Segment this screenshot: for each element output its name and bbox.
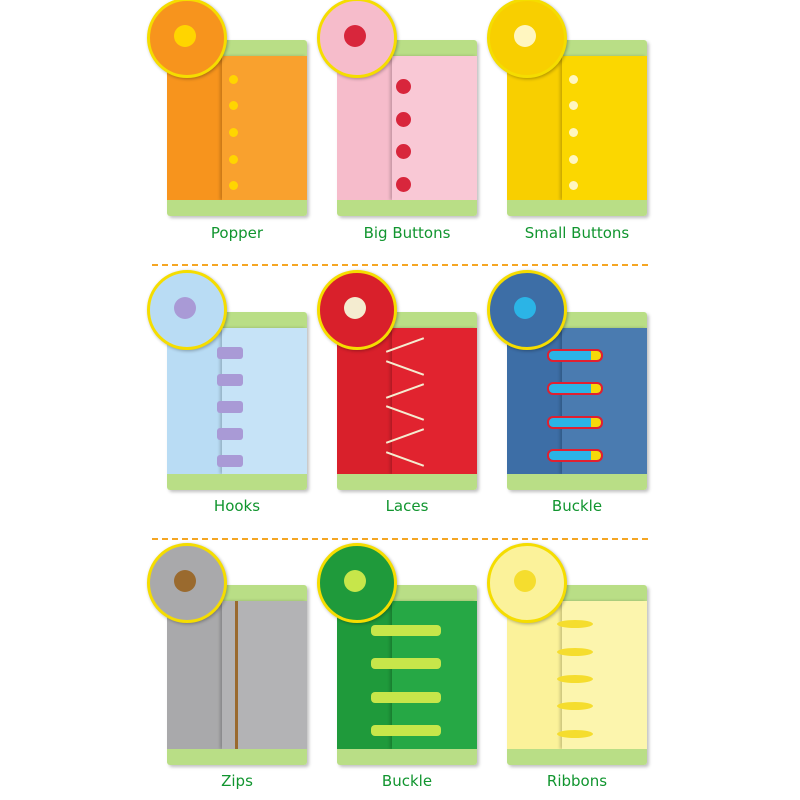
fastener-closeup: [344, 570, 366, 592]
fastener-buckle: [547, 382, 603, 396]
fastener-bow: [557, 702, 593, 711]
fastener-tab: [217, 455, 243, 468]
fastener-bigdot: [396, 177, 411, 193]
fastener-buckle: [547, 349, 603, 363]
green-band-bottom: [167, 749, 307, 765]
detail-inset: [487, 543, 567, 623]
fastener-dot: [229, 128, 238, 137]
fastener-zip: [235, 601, 238, 749]
fastener-closeup: [174, 570, 196, 592]
fastener-dot: [229, 101, 238, 111]
green-band-bottom: [337, 200, 477, 216]
fastener-strap: [371, 624, 441, 636]
detail-inset: [487, 270, 567, 350]
fastener-tab: [217, 428, 243, 441]
fastener-bigdot: [396, 144, 411, 160]
board-panel: [167, 40, 307, 216]
green-band-bottom: [507, 200, 647, 216]
detail-inset: [147, 270, 227, 350]
board-panel: [507, 585, 647, 765]
fastener-tab: [217, 401, 243, 413]
fastener-closeup: [514, 25, 536, 47]
board-label: Small Buttons: [524, 224, 630, 242]
board-label: Hooks: [213, 497, 261, 515]
green-band-bottom: [337, 474, 477, 490]
fastener-buckle: [547, 415, 603, 429]
fastener-dot: [569, 181, 578, 191]
fastener-dot: [229, 74, 238, 84]
fabric-flap: [392, 328, 477, 474]
detail-inset: [317, 0, 397, 78]
fastener-bow: [557, 675, 593, 683]
board-panel: [167, 312, 307, 490]
board-label: Big Buttons: [363, 224, 451, 242]
fastener-bigdot: [396, 111, 411, 127]
board-label: Zips: [221, 772, 253, 790]
green-band-bottom: [337, 749, 477, 765]
detail-inset: [147, 543, 227, 623]
fastener-buckle: [547, 448, 603, 462]
green-band-bottom: [507, 474, 647, 490]
fastener-closeup: [174, 297, 196, 319]
divider-1: [152, 264, 648, 266]
detail-inset: [147, 0, 227, 78]
green-band-bottom: [167, 474, 307, 490]
fastener-strap: [371, 658, 441, 670]
fastener-closeup: [514, 297, 536, 319]
fastener-tab: [217, 373, 243, 386]
board-panel: [337, 40, 477, 216]
board-label: Popper: [210, 224, 264, 242]
board-label: Buckle: [551, 497, 603, 515]
detail-inset: [487, 0, 567, 78]
board-panel: [507, 40, 647, 216]
fastener-bigdot: [396, 78, 411, 94]
fastener-closeup: [174, 25, 196, 47]
board-label: Buckle: [381, 772, 433, 790]
fastener-dot: [229, 181, 238, 191]
detail-inset: [317, 270, 397, 350]
board-label: Ribbons: [546, 772, 608, 790]
fastener-tab: [217, 346, 243, 359]
fastener-bow: [557, 647, 593, 656]
green-band-bottom: [167, 200, 307, 216]
fastener-dot: [569, 74, 578, 84]
green-band-bottom: [507, 749, 647, 765]
fastener-closeup: [344, 297, 366, 319]
detail-inset: [317, 543, 397, 623]
fastener-bow: [557, 620, 593, 629]
fastener-dot: [569, 128, 578, 137]
fastener-closeup: [344, 25, 366, 47]
fastener-strap: [371, 725, 441, 737]
divider-2: [152, 538, 648, 540]
fastener-dot: [569, 154, 578, 164]
fastener-strap: [371, 691, 441, 703]
fastener-bow: [557, 729, 593, 738]
fastener-closeup: [514, 570, 536, 592]
fastener-dot: [569, 101, 578, 111]
fastener-dot: [229, 154, 238, 164]
board-label: Laces: [385, 497, 429, 515]
